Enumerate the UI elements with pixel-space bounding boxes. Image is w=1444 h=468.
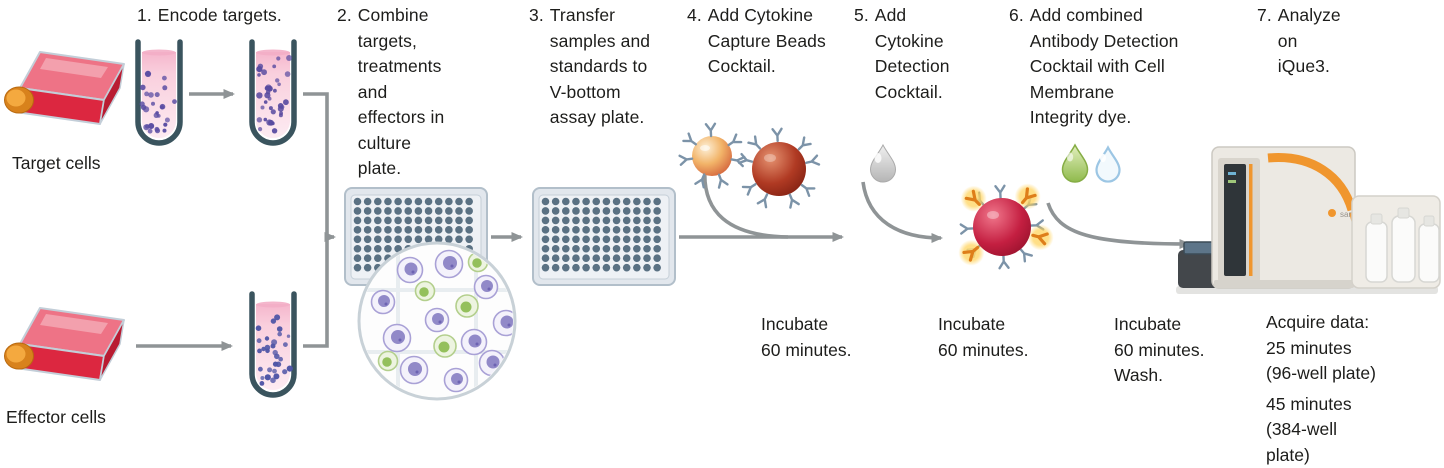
step-text: Transfer samples and standards to V-bott…: [549, 5, 651, 128]
step-6-heading: 6. Add combined Antibody Detection Cockt…: [1009, 3, 1182, 131]
target-cells-label: Target cells: [12, 153, 101, 173]
step-1-heading: 1. Encode targets.: [137, 3, 317, 29]
target-cells-flask-icon: [3, 51, 125, 125]
sample-window: [1224, 164, 1246, 276]
sartorius-logo-icon: [1328, 209, 1336, 217]
step-4-heading: 4. Add Cytokine Capture Beads Cocktail.: [687, 3, 828, 80]
acquire-data-note: Acquire data: 25 minutes (96-well plate)…: [1266, 310, 1376, 468]
incubate-note-3: Incubate 60 minutes. Wash.: [1114, 314, 1205, 386]
vbottom-assay-plate-icon: [532, 187, 676, 286]
step-5-heading: 5. Add Cytokine Detection Cocktail.: [854, 3, 957, 105]
antibody-glow-icon: [1027, 224, 1054, 251]
step-2-heading: 2. Combine targets, treatments and effec…: [337, 3, 458, 182]
tube-effector-cells-icon: [252, 294, 294, 395]
incubate-note-1: Incubate 60 minutes.: [761, 314, 852, 360]
reagent-bottle: [1418, 223, 1440, 283]
antibody-glow-icon: [958, 239, 985, 266]
step-text: Add Cytokine Detection Cocktail.: [874, 5, 950, 102]
tube-encoded-targets-icon: [252, 42, 294, 143]
detection-cocktail-droplet-icon: [870, 144, 896, 183]
reagent-bottle: [1391, 215, 1416, 283]
step-text: Encode targets.: [157, 5, 282, 25]
step-text: Combine targets, treatments and effector…: [357, 5, 445, 179]
step-number: 5.: [854, 5, 869, 25]
flow-arrows: [136, 89, 1191, 351]
incubate-note-2: Incubate 60 minutes.: [938, 314, 1029, 360]
antibody-cocktail-droplet-icon: [1095, 146, 1121, 183]
ique3-instrument-icon: sartorius: [1176, 146, 1441, 294]
step-text: Analyze on iQue3.: [1277, 5, 1341, 77]
detection-bead-icon: [958, 183, 1054, 270]
step-3-heading: 3. Transfer samples and standards to V-b…: [529, 3, 652, 131]
arrow-after-detection-cocktail: [861, 181, 943, 243]
step-text: Add Cytokine Capture Beads Cocktail.: [707, 5, 826, 77]
step-7-heading: 7. Analyze on iQue3.: [1257, 3, 1354, 80]
culture-magnifier-icon: [357, 241, 517, 401]
connector-tubes-to-plate: [303, 92, 329, 348]
tube-target-cells-icon: [138, 42, 180, 143]
capture-beads-icon: [678, 122, 821, 209]
membrane-dye-droplet-icon: [1061, 144, 1089, 183]
step-number: 7.: [1257, 5, 1272, 25]
reagent-bottle: [1365, 221, 1388, 283]
step-text: Add combined Antibody Detection Cocktail…: [1029, 5, 1179, 128]
step-number: 1.: [137, 5, 152, 25]
effector-cells-label: Effector cells: [6, 407, 106, 427]
step-number: 3.: [529, 5, 544, 25]
step-number: 2.: [337, 5, 352, 25]
antibody-glow-icon: [1014, 183, 1041, 210]
effector-cells-flask-icon: [3, 307, 125, 381]
swoosh-under-beads: [703, 167, 789, 239]
step-number: 6.: [1009, 5, 1024, 25]
acquire-96-block: Acquire data: 25 minutes (96-well plate): [1266, 312, 1376, 384]
step-number: 4.: [687, 5, 702, 25]
acquire-384-block: 45 minutes (384-well plate): [1266, 393, 1352, 465]
orange-stripe: [1267, 153, 1357, 212]
antibody-glow-icon: [960, 185, 987, 212]
arrow-to-instrument: [1046, 202, 1191, 249]
